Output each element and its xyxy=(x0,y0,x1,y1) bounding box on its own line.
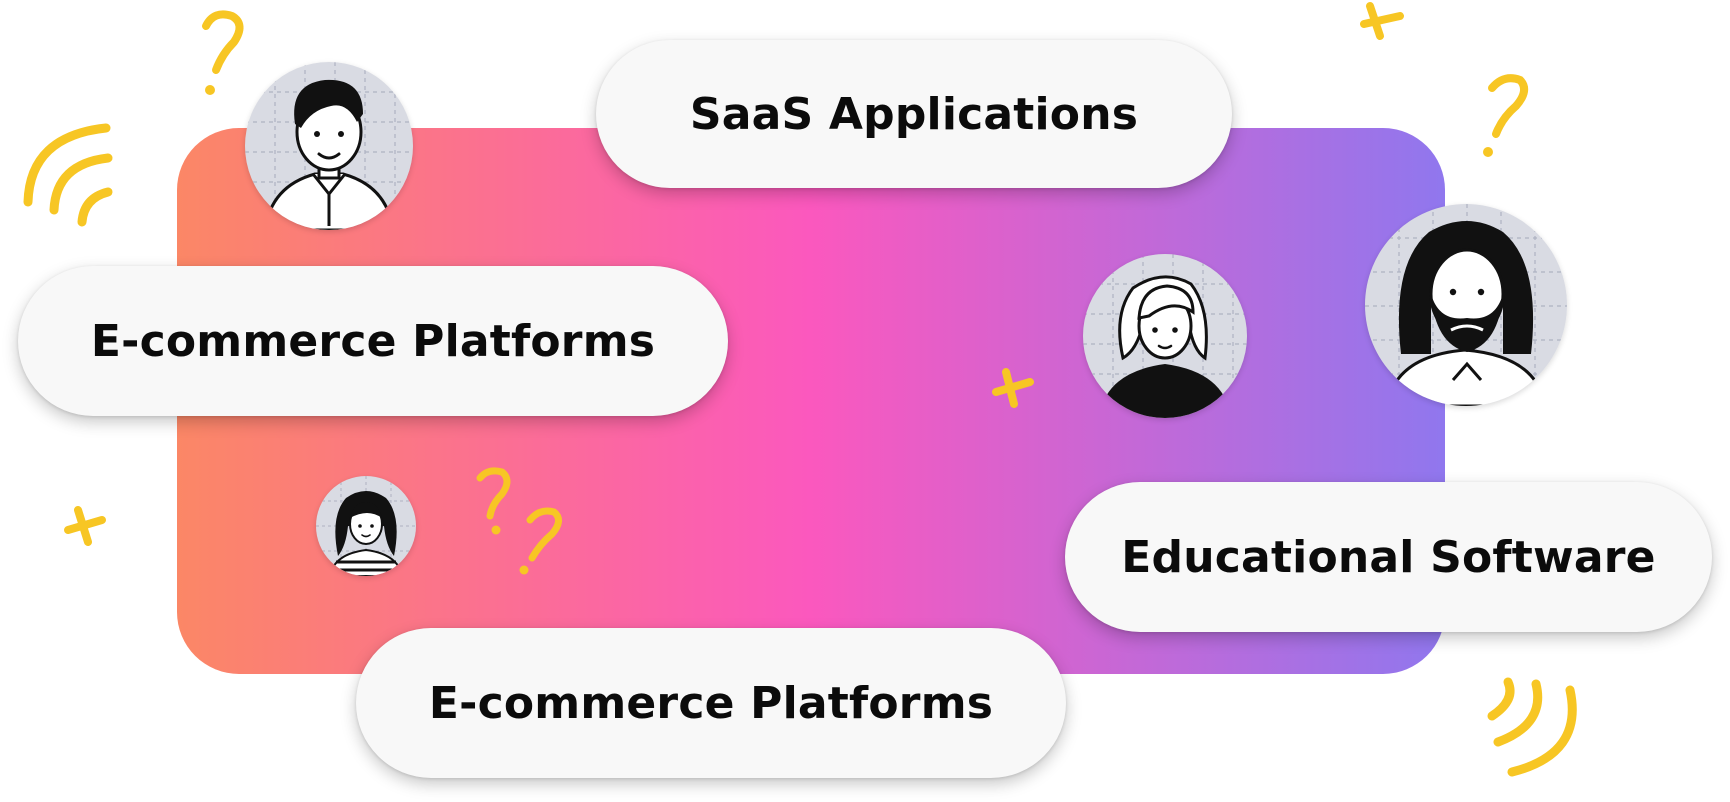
ecommerce-platforms-label: E-commerce Platforms xyxy=(18,266,728,416)
woman-blonde-avatar-icon xyxy=(1083,254,1247,418)
question-mark-icon xyxy=(194,8,248,98)
man-long-hair-beard-avatar-icon xyxy=(1365,204,1567,406)
plus-icon xyxy=(992,368,1034,408)
plus-icon xyxy=(64,506,106,546)
educational-software-label: Educational Software xyxy=(1065,482,1712,632)
ecommerce-platforms-label-bottom: E-commerce Platforms xyxy=(356,628,1066,778)
question-mark-icon xyxy=(474,466,514,536)
signal-waves-icon xyxy=(22,118,126,227)
plus-icon xyxy=(1360,2,1404,40)
man-short-hair-avatar-icon xyxy=(245,62,413,230)
question-mark-icon xyxy=(1470,72,1532,160)
girl-curly-hair-avatar-icon xyxy=(316,476,416,576)
signal-waves-icon xyxy=(1486,676,1588,778)
saas-applications-label: SaaS Applications xyxy=(596,40,1232,188)
question-mark-icon xyxy=(514,506,566,576)
